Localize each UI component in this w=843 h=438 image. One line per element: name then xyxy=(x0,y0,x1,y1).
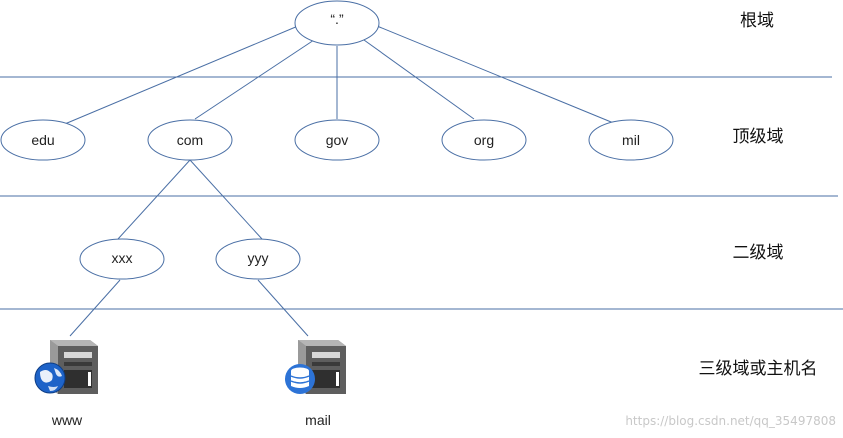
edge-xxx-www xyxy=(69,279,121,337)
node-edu-label: edu xyxy=(31,132,54,148)
tree-edges xyxy=(59,25,617,337)
node-mil: mil xyxy=(588,119,674,161)
node-yyy-label: yyy xyxy=(248,250,269,266)
level-label-third: 三级域或主机名 xyxy=(699,359,818,379)
node-mil-label: mil xyxy=(622,132,640,148)
web-server-icon xyxy=(34,340,98,394)
node-com: com xyxy=(147,119,233,161)
watermark-text: https://blog.csdn.net/qq_35497808 xyxy=(625,414,836,428)
node-xxx: xxx xyxy=(79,238,165,280)
node-mil-shape xyxy=(588,119,674,161)
node-gov-shape xyxy=(294,119,380,161)
edge-root-edu xyxy=(59,25,299,127)
level-label-root: 根域 xyxy=(740,11,774,31)
edge-yyy-mail xyxy=(257,279,309,337)
node-edu-shape xyxy=(0,119,86,161)
node-org-label: org xyxy=(474,132,494,148)
node-yyy: yyy xyxy=(215,238,301,280)
node-org: org xyxy=(441,119,527,161)
node-root-shape xyxy=(294,0,380,46)
host-mail-label: mail xyxy=(305,412,331,428)
level-label-second: 二级域 xyxy=(733,243,784,263)
node-xxx-shape xyxy=(79,238,165,280)
node-gov: gov xyxy=(294,119,380,161)
edge-com-yyy xyxy=(189,159,263,240)
host-www-label: www xyxy=(51,412,83,428)
edge-root-org xyxy=(363,39,475,120)
node-org-shape xyxy=(441,119,527,161)
edge-root-com xyxy=(194,39,315,120)
node-root-label: “.” xyxy=(330,11,344,27)
node-com-shape xyxy=(147,119,233,161)
edge-root-mil xyxy=(376,25,617,125)
node-xxx-label: xxx xyxy=(112,250,133,266)
database-server-icon xyxy=(285,340,346,394)
node-com-label: com xyxy=(177,132,203,148)
level-label-top: 顶级域 xyxy=(733,127,784,147)
node-root: “.” xyxy=(294,0,380,46)
edge-com-xxx xyxy=(117,159,191,240)
node-gov-label: gov xyxy=(326,132,349,148)
node-yyy-shape xyxy=(215,238,301,280)
node-edu: edu xyxy=(0,119,86,161)
